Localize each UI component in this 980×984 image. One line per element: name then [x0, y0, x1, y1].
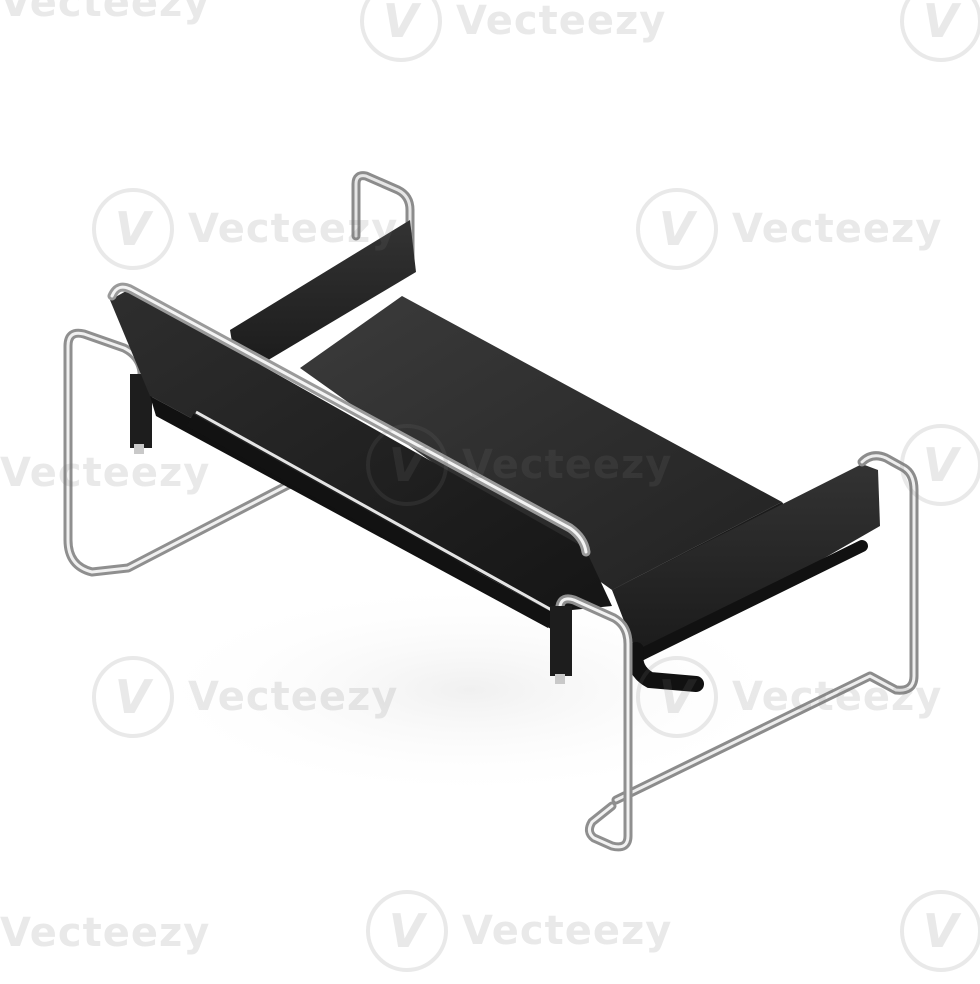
backrest [107, 282, 612, 633]
left-armrest-sling [130, 374, 152, 454]
front-armrest-sling [550, 606, 572, 684]
right-frame [611, 451, 919, 805]
right-armrest-sling [612, 464, 880, 692]
front-frame [555, 594, 633, 852]
rear-armrest-sling [230, 220, 416, 378]
rear-frame [351, 171, 415, 265]
